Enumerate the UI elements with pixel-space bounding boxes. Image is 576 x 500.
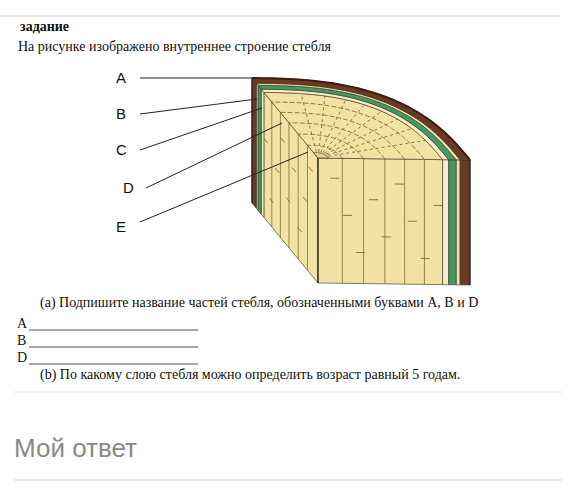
growth-ring-line (307, 145, 308, 270)
growth-ring-line (424, 159, 425, 284)
tissue-layer (252, 78, 470, 160)
growth-ring (272, 102, 425, 159)
question-text: (a) Подпишите название частей стебля, об… (40, 295, 478, 311)
ray-mark (421, 258, 430, 259)
callout-letter: B (116, 105, 126, 122)
growth-ring-line (363, 159, 364, 284)
cross-section (252, 78, 470, 160)
ray-mark (269, 198, 273, 203)
medullary-ray (326, 119, 398, 154)
intro-text: На рисунке изображено внутреннее строени… (18, 39, 331, 55)
answer-line (29, 330, 198, 331)
question-text: (b) По какому слою стебля можно определи… (40, 367, 460, 383)
growth-ring-line (271, 102, 272, 227)
task-heading: задание (20, 19, 69, 35)
ray-mark (281, 138, 285, 143)
ray-mark (356, 252, 365, 253)
medullary-ray (319, 96, 325, 152)
ray-mark (303, 197, 307, 202)
growth-ring (307, 145, 342, 158)
tissue-band (252, 78, 256, 208)
callout-letter: D (123, 179, 134, 196)
callout-letter: C (116, 141, 127, 158)
ray-mark (408, 221, 417, 222)
callout-letter: A (116, 69, 126, 86)
leader-line (140, 78, 252, 79)
medullary-ray (328, 140, 425, 156)
growth-ring-line (384, 159, 385, 284)
ray-mark (330, 178, 339, 179)
answer-line (29, 347, 198, 348)
block-edge (469, 160, 470, 285)
ray-mark (275, 168, 279, 173)
answer-letter: A (17, 316, 27, 332)
callout-letter: E (116, 218, 126, 235)
answer-letter: D (17, 350, 27, 366)
growth-ring-line (288, 123, 289, 248)
medullary-ray (301, 94, 316, 152)
medullary-ray (324, 111, 381, 153)
growth-ring-line (298, 134, 299, 259)
leader-line (140, 152, 308, 222)
leader-line (146, 123, 282, 188)
tissue-band (449, 160, 457, 285)
ray-mark (369, 199, 378, 200)
front-face (318, 158, 470, 285)
tissue-band (258, 85, 261, 214)
growth-ring-line (404, 159, 405, 284)
ray-mark (286, 198, 290, 203)
growth-ring-line (342, 158, 343, 283)
growth-ring-line (280, 112, 281, 237)
block-edge (251, 78, 252, 203)
ray-mark (434, 205, 443, 206)
leader-line (140, 99, 257, 114)
ray-mark (395, 184, 404, 185)
top-rule (0, 16, 560, 17)
growth-ring (280, 112, 404, 159)
answer-line (29, 364, 198, 365)
growth-ring (298, 134, 363, 159)
block-edge (317, 158, 318, 283)
answer-letter: B (17, 333, 26, 349)
ray-mark (292, 167, 296, 172)
leader-line (140, 108, 262, 150)
tissue-band (460, 160, 470, 285)
answer-heading: Мой ответ (14, 434, 137, 464)
bark-edge (252, 78, 470, 160)
ray-mark (298, 227, 302, 232)
ray-mark (382, 236, 391, 237)
pith (313, 152, 328, 158)
tissue-band (456, 160, 460, 285)
ray-mark (343, 215, 352, 216)
ray-mark (309, 167, 313, 172)
block-outline (252, 78, 470, 285)
tissue-band (443, 160, 449, 285)
separator (14, 392, 562, 393)
tissue-band (318, 158, 443, 285)
medullary-ray (323, 105, 365, 153)
separator (14, 480, 562, 481)
ray-mark (264, 138, 268, 143)
medullary-ray (321, 100, 346, 153)
